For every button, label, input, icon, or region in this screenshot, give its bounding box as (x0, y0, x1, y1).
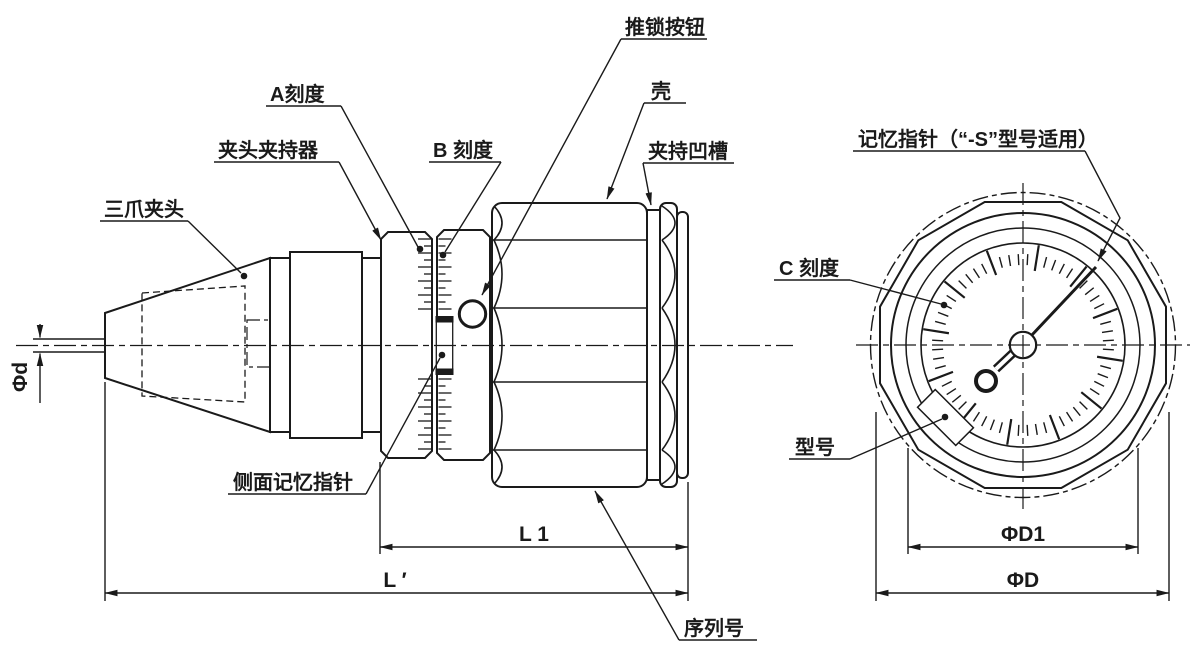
leader-serial-number (594, 490, 757, 641)
label-clamp-groove: 夹持凹槽 (648, 139, 728, 163)
leader-three-jaw-chuck (100, 220, 248, 280)
shell-flute-lines (493, 239, 646, 451)
dim-phi-D (875, 412, 1170, 601)
front-view (856, 183, 1190, 509)
callout-leaders (100, 38, 1121, 641)
label-dim-phi-d: Φd (9, 362, 32, 392)
leader-model (789, 413, 949, 460)
label-scale-a: A刻度 (270, 82, 325, 106)
label-three-jaw-chuck: 三爪夹头 (104, 198, 184, 221)
dim-l-prime (104, 382, 689, 601)
leader-chuck-holder (214, 161, 382, 241)
label-push-lock-button: 推锁按钮 (625, 15, 705, 39)
dim-l1 (379, 462, 689, 601)
dimensions (36, 324, 1170, 601)
c-scale-ticks (923, 245, 1123, 445)
label-scale-b: B 刻度 (433, 138, 494, 162)
label-chuck-holder: 夹头夹持器 (218, 138, 319, 162)
leader-clamp-groove (642, 162, 734, 206)
label-dim-phi-d1: ΦD1 (1001, 523, 1045, 546)
leader-scale-b (429, 161, 502, 259)
memory-pointer-needle (1029, 265, 1098, 338)
label-shell: 壳 (650, 79, 671, 103)
label-memory-pointer: 记忆指针（“-S”型号适用） (858, 127, 1098, 151)
label-dim-l1: L 1 (519, 523, 549, 546)
leader-push-lock-button (481, 38, 707, 296)
push-lock-button (457, 299, 488, 329)
jaw-hidden-outline (141, 285, 246, 403)
label-serial-number: 序列号 (684, 616, 744, 640)
side-view (16, 202, 793, 488)
label-scale-c: C 刻度 (779, 256, 840, 280)
leader-scale-c (774, 279, 948, 309)
label-side-memory-pointer: 侧面记忆指针 (233, 470, 353, 494)
shell-left-scallops (493, 205, 503, 485)
leader-side-memory-pointer (228, 351, 446, 495)
label-dim-l-prime: L ′ (383, 569, 406, 592)
main-pointer (974, 348, 1018, 393)
leader-memory-pointer (853, 150, 1121, 262)
bit-shaft (33, 338, 105, 353)
dim-phi-d1 (907, 448, 1139, 554)
labels: A刻度 夹头夹持器 三爪夹头 B 刻度 推锁按钮 壳 夹持凹槽 记忆指针（“-S… (9, 15, 1098, 640)
ring-scale-ticks (418, 238, 452, 450)
label-model: 型号 (795, 436, 835, 459)
label-dim-phi-D: ΦD (1007, 569, 1039, 592)
leader-scale-a (266, 105, 424, 253)
leader-shell (606, 102, 686, 200)
